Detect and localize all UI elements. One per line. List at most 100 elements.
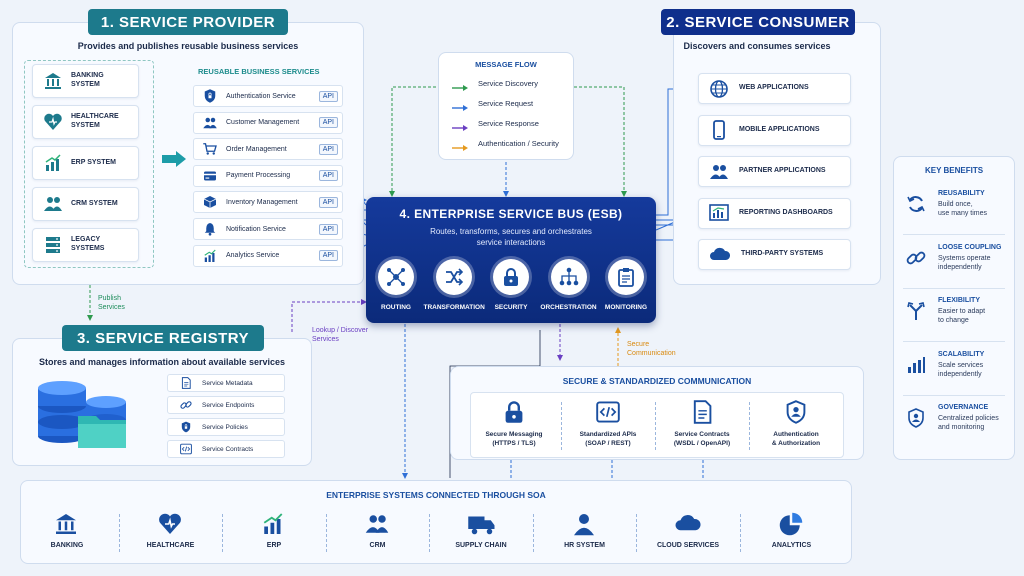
enterprise-divider <box>636 514 637 552</box>
consumer-label: WEB APPLICATIONS <box>739 84 809 92</box>
api-badge[interactable]: API <box>318 250 338 262</box>
consumer-card[interactable]: MOBILE APPLICATIONS <box>698 114 851 146</box>
cart-icon <box>203 142 218 157</box>
benefit-title: GOVERNANCE <box>938 404 989 411</box>
services-heading: REUSABLE BUSINESS SERVICES <box>198 67 320 76</box>
enterprise-divider <box>118 514 120 552</box>
esb-capability-circle[interactable] <box>378 259 414 295</box>
service-label: Authentication Service <box>226 92 296 100</box>
esb-capability-circle[interactable] <box>493 259 529 295</box>
registry-label: Service Metadata <box>202 379 253 387</box>
provider-system-card[interactable]: HEALTHCARE SYSTEM <box>32 105 139 139</box>
esb-subtitle-line1: Routes, transforms, secures and orchestr… <box>430 227 592 236</box>
registry-row[interactable]: Service Endpoints <box>167 396 285 414</box>
phone-icon <box>709 120 729 140</box>
secure-comm-divider <box>749 402 750 450</box>
registry-row[interactable]: Service Metadata <box>167 374 285 392</box>
provider-system-label: BANKING SYSTEM <box>71 72 104 88</box>
secure-comm-label-line2: (HTTPS / TLS) <box>492 440 536 447</box>
service-row[interactable]: Notification Service API <box>193 218 343 240</box>
esb-capability-label: ROUTING <box>381 304 411 311</box>
consumer-card[interactable]: PARTNER APPLICATIONS <box>698 156 851 187</box>
users-icon <box>364 512 389 537</box>
benefit-divider <box>903 394 1005 396</box>
provider-system-card[interactable]: CRM SYSTEM <box>32 187 139 221</box>
api-badge[interactable]: API <box>318 90 338 102</box>
esb-capability-label: ORCHESTRATION <box>540 304 597 311</box>
hierarchy-icon <box>559 267 579 287</box>
api-badge[interactable]: API <box>318 143 338 155</box>
service-label: Payment Processing <box>226 172 291 180</box>
registry-row[interactable]: Service Policies <box>167 418 285 436</box>
api-badge[interactable]: API <box>318 170 338 182</box>
esb-subtitle-line2: service interactions <box>476 238 546 247</box>
benefit-divider <box>903 341 1005 342</box>
enterprise-system-label: HEALTHCARE <box>146 542 195 549</box>
publish-services-label: Publish Services <box>98 295 125 312</box>
provider-system-label: HEALTHCARE SYSTEM <box>71 113 119 129</box>
service-registry-subtitle: Stores and manages information about ava… <box>38 357 286 367</box>
api-badge[interactable]: API <box>318 196 338 208</box>
provider-system-card[interactable]: BANKING SYSTEM <box>32 64 139 98</box>
benefit-desc-line2: independently <box>938 370 982 378</box>
benefit-title: SCALABILITY <box>938 350 985 358</box>
service-label: Customer Management <box>226 119 300 127</box>
service-row[interactable]: Order Management API <box>193 138 343 161</box>
service-row[interactable]: Payment Processing API <box>193 164 343 187</box>
registry-row[interactable]: Service Contracts <box>167 440 285 458</box>
consumer-card[interactable]: REPORTING DASHBOARDS <box>698 197 851 229</box>
secure-comm-divider <box>561 402 562 450</box>
esb-capability-label: MONITORING <box>604 304 648 311</box>
truck-icon <box>467 512 497 537</box>
card-icon <box>203 168 218 183</box>
esb-capability-circle[interactable] <box>550 259 587 295</box>
enterprise-system-label: CLOUD SERVICES <box>656 542 720 549</box>
service-row[interactable]: Authentication Service API <box>193 85 343 107</box>
lookup-discover-label: Lookup / Discover Services <box>312 327 369 344</box>
box-icon <box>203 195 218 210</box>
provider-system-label: CRM SYSTEM <box>71 199 118 207</box>
consumer-card[interactable]: WEB APPLICATIONS <box>698 73 851 104</box>
benefit-divider <box>903 234 1005 235</box>
benefit-desc-line1: Build once, <box>938 201 973 208</box>
bank-icon <box>43 71 63 91</box>
api-badge[interactable]: API <box>318 117 338 129</box>
esb-capability-label: SECURITY <box>494 304 528 311</box>
service-label: Order Management <box>226 145 287 153</box>
secure-comm-divider <box>655 402 656 450</box>
flow-label: Service Discovery <box>478 79 539 88</box>
bank-icon <box>54 512 79 537</box>
consumer-card[interactable]: THIRD-PARTY SYSTEMS <box>698 239 851 270</box>
secure-comm-label-line2: & Authorization <box>771 440 821 447</box>
esb-capability-circle[interactable] <box>608 259 644 295</box>
benefit-title: REUSABILITY <box>938 190 985 197</box>
provider-system-card[interactable]: LEGACY SYSTEMS <box>32 228 139 262</box>
chart-icon <box>203 248 218 263</box>
service-row[interactable]: Customer Management API <box>193 111 343 134</box>
clipboard-icon <box>616 267 636 287</box>
enterprise-divider <box>429 514 430 552</box>
flow-arrow-icon <box>452 139 470 157</box>
pie-icon <box>778 512 803 537</box>
cloud-icon <box>674 512 702 537</box>
secure-comm-label-line1: Authentication <box>773 431 819 438</box>
bell-icon <box>203 222 218 237</box>
message-flow-title: MESSAGE FLOW <box>475 60 537 69</box>
users-icon <box>709 162 729 182</box>
enterprise-title: ENTERPRISE SYSTEMS CONNECTED THROUGH SOA <box>326 490 546 500</box>
provider-system-label: ERP SYSTEM <box>71 158 116 166</box>
service-label: Notification Service <box>226 225 286 233</box>
esb-capability-circle[interactable] <box>435 259 472 295</box>
link-icon <box>906 248 926 268</box>
flow-label: Service Request <box>478 99 534 108</box>
secure-comm-label-line1: Secure Messaging <box>485 431 543 438</box>
secure-comm-label-line1: Service Contracts <box>674 431 730 438</box>
provider-system-card[interactable]: ERP SYSTEM <box>32 146 139 180</box>
provider-systems-group <box>24 60 154 268</box>
api-badge[interactable]: API <box>318 223 338 235</box>
registry-label: Service Policies <box>202 423 248 431</box>
secure-comm-label-line1: Standardized APIs <box>579 431 637 438</box>
users-icon <box>43 194 63 214</box>
